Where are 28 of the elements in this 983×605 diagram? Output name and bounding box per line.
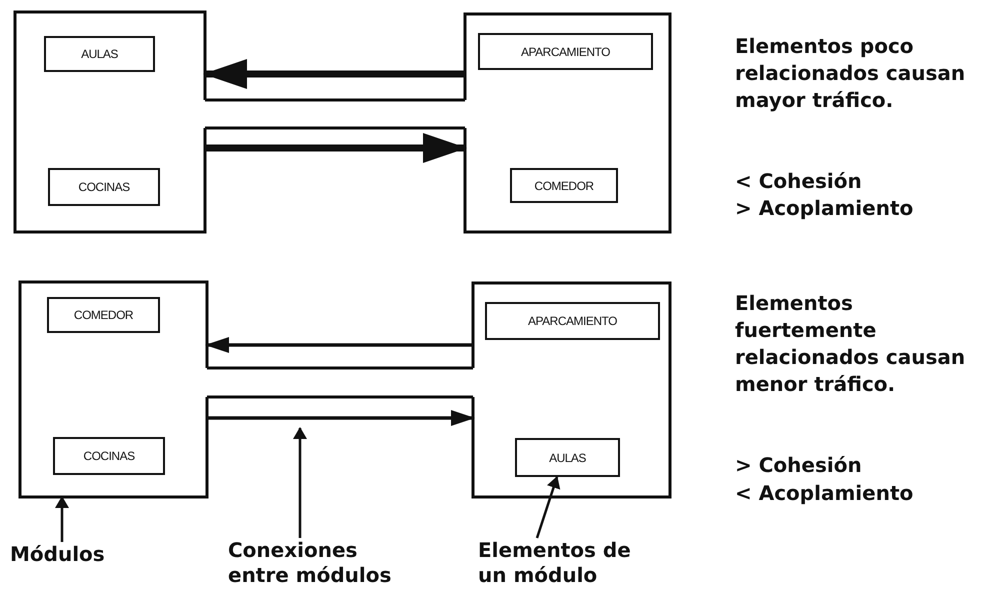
- note-text: > Acoplamiento: [735, 195, 914, 222]
- callout-text: Módulos: [10, 542, 130, 570]
- note-text: < Acoplamiento: [735, 480, 914, 507]
- traffic-arrow: [203, 59, 465, 89]
- traffic-arrow: [205, 133, 467, 163]
- note-text: Elementos poco relacionados causan mayor tráfico.: [735, 33, 966, 114]
- element-label: APARCAMIENTO: [485, 302, 660, 340]
- leader-arrow: [293, 427, 307, 538]
- element-label: COMEDOR: [510, 168, 618, 203]
- element-label: COCINAS: [48, 168, 160, 206]
- note-text: Elementos fuertemente relacionados causan menor tráfico.: [735, 290, 966, 398]
- module-outline: [465, 14, 670, 232]
- leader-arrow: [55, 496, 69, 542]
- note-text: > Cohesión: [735, 452, 863, 479]
- element-label: COMEDOR: [47, 297, 160, 333]
- element-label: COCINAS: [53, 437, 165, 475]
- module-outline: [20, 282, 207, 497]
- traffic-arrow: [207, 410, 475, 426]
- callout-text: Conexiones entre módulos: [228, 538, 418, 592]
- callout-text: Elementos de un módulo: [478, 538, 648, 592]
- element-label: AULAS: [44, 36, 155, 72]
- module-outline: [15, 12, 205, 232]
- note-text: < Cohesión: [735, 168, 863, 195]
- leader-arrow: [536, 476, 560, 538]
- module-outline: [473, 283, 670, 497]
- traffic-arrow: [205, 337, 473, 353]
- element-label: AULAS: [515, 438, 620, 477]
- element-label: APARCAMIENTO: [478, 33, 653, 70]
